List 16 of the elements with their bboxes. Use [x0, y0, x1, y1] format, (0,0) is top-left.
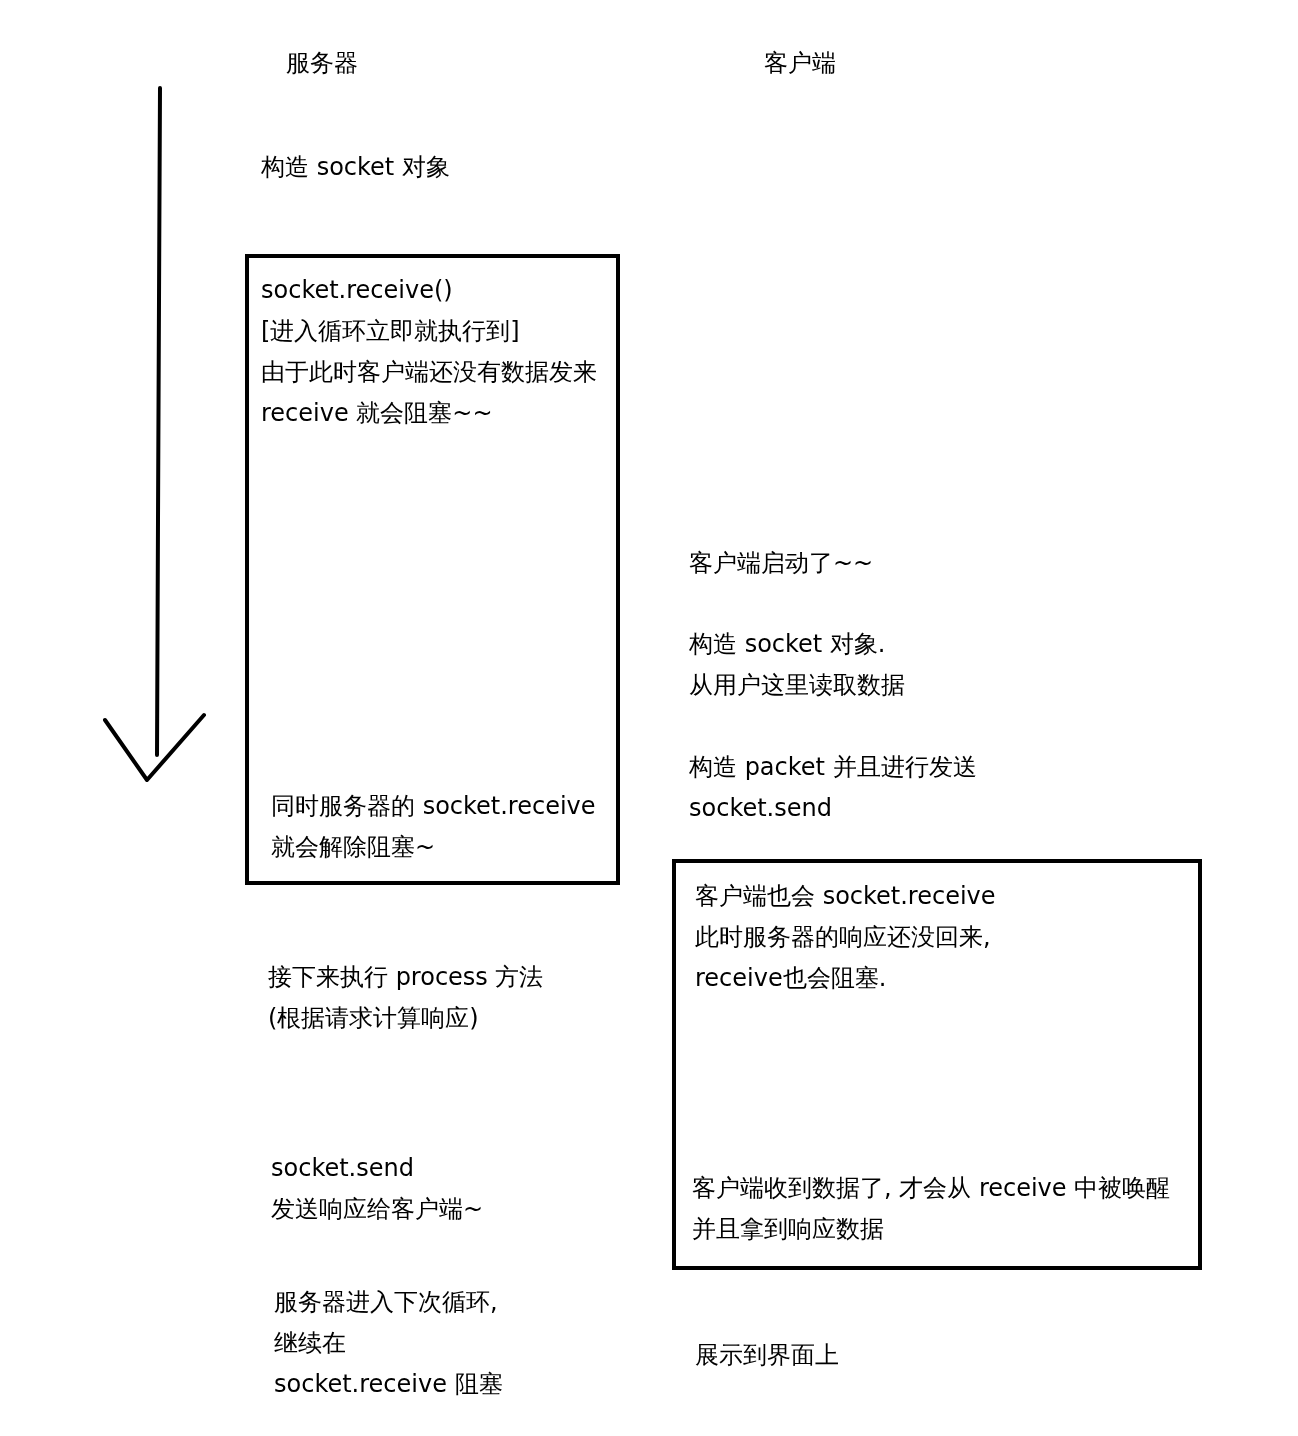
- step-text: 客户端也会 socket.receive 此时服务器的响应还没回来, receive也会阻塞.: [695, 881, 997, 994]
- step-text: 客户端收到数据了, 才会从 receive 中被唤醒并且拿到响应数据: [692, 1173, 1172, 1245]
- step-text: 展示到界面上: [695, 1340, 840, 1371]
- step-text: 构造 packet 并且进行发送 socket.send: [689, 752, 978, 824]
- bordered-panel: [245, 254, 620, 885]
- step-text: socket.send 发送响应给客户端~: [271, 1153, 485, 1225]
- step-text: 同时服务器的 socket.receive 就会解除阻塞~: [271, 791, 597, 863]
- bordered-panel: [672, 859, 1202, 1270]
- step-text: socket.receive() [进入循环立即就执行到] 由于此时客户端还没有数据发来 receive 就会阻塞~~: [261, 275, 598, 429]
- step-text: 构造 socket 对象. 从用户这里读取数据: [689, 629, 906, 701]
- step-text: 接下来执行 process 方法 (根据请求计算响应): [268, 962, 545, 1034]
- step-text: 服务器进入下次循环, 继续在 socket.receive 阻塞: [274, 1287, 504, 1400]
- column-heading: 服务器: [286, 48, 359, 79]
- column-heading: 客户端: [764, 48, 837, 79]
- step-text: 客户端启动了~~: [689, 548, 875, 579]
- step-text: 构造 socket 对象: [261, 152, 451, 183]
